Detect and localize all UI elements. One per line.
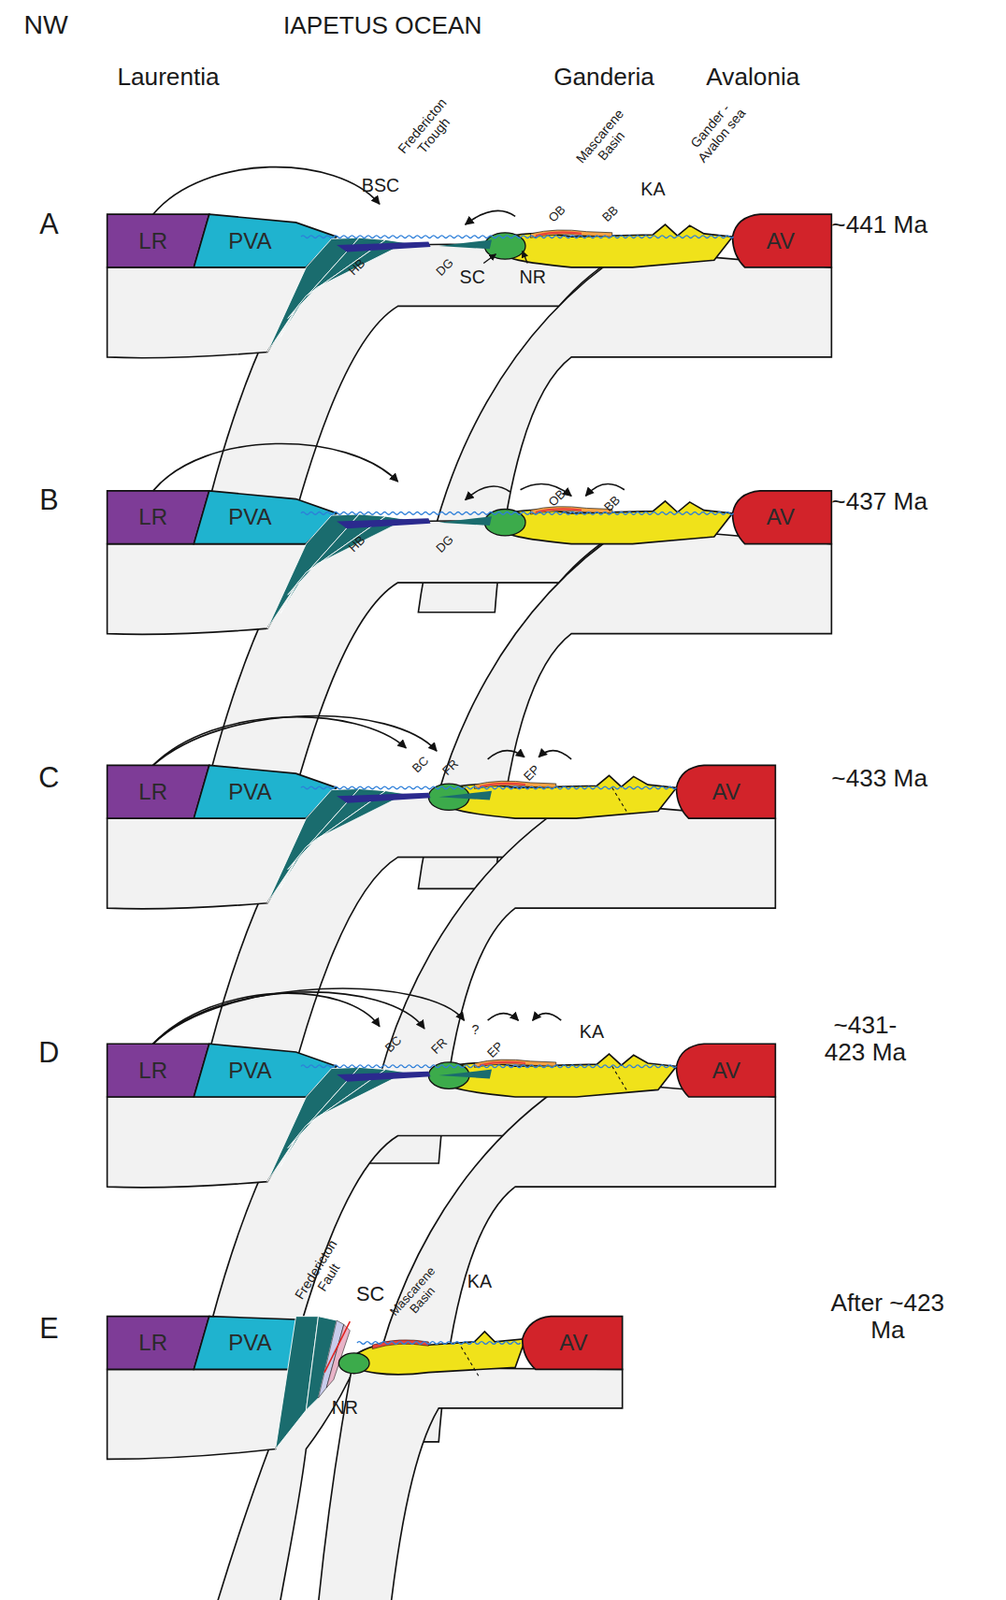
diagram-label: ~441 Ma (831, 211, 928, 239)
terrane-block: PVA (225, 1327, 274, 1358)
terrane-label: AV (712, 778, 741, 805)
laurentia-block (107, 1316, 210, 1370)
sediment-arrow (465, 486, 511, 501)
sediment-arrow (532, 1013, 562, 1021)
terrane-label: AV (559, 1329, 588, 1356)
terrane-block: LR (135, 502, 171, 532)
diagram-label: Avalonia (705, 62, 800, 90)
terrane-block: AV (763, 502, 798, 532)
sea-surface (301, 786, 677, 790)
diagram-label: D (38, 1036, 59, 1069)
terrane-block: PVA (225, 502, 274, 532)
sediment-arrow (465, 210, 516, 225)
terrane-label: PVA (228, 1329, 272, 1356)
sediment-arrow (153, 167, 380, 216)
dashed-boundary (612, 1065, 627, 1090)
sediment-arrow (153, 988, 465, 1044)
sea-surface (357, 1341, 521, 1345)
sediment-arrow (585, 483, 624, 496)
st-croix-block (338, 1352, 370, 1374)
terrane-label: AV (766, 503, 795, 531)
diagram-label: Laurentia (116, 62, 219, 90)
diagram-label: NR (331, 1397, 359, 1419)
terrane-block: PVA (225, 226, 274, 257)
terrane-block: AV (556, 1327, 590, 1358)
terrane-label: LR (138, 1329, 168, 1356)
terrane-block: LR (135, 776, 171, 807)
diagram-label: Fredericton Trough (390, 89, 466, 172)
diagram-label: BB (599, 203, 621, 226)
terrane-block: AV (763, 226, 798, 257)
sediment-arrow (153, 991, 425, 1044)
diagram-label: B (39, 484, 58, 517)
terrane-label: LR (138, 228, 168, 255)
diagram-label: EP (520, 762, 543, 785)
terrane-block: PVA (225, 1055, 274, 1086)
diagram-label: KA (579, 1022, 604, 1044)
ganderia-block (346, 1331, 526, 1375)
terrane-block: AV (709, 776, 744, 807)
leader-arrow (483, 254, 496, 264)
terrane-block: LR (135, 226, 171, 257)
avalonian-slab (311, 1366, 623, 1600)
sea-surface (301, 1064, 677, 1068)
sea-surface (301, 235, 734, 239)
diagram-label: BC (409, 754, 432, 777)
diagram-label: KA (640, 179, 665, 201)
diagram-label: OB (546, 202, 569, 226)
terrane-label: PVA (228, 778, 272, 805)
diagram-label: E (39, 1312, 58, 1345)
sediment-arrow (153, 716, 437, 766)
sea-surface (301, 512, 734, 516)
terrane-label: LR (138, 1057, 168, 1084)
diagram-label: Ganderia (553, 62, 655, 90)
terrane-label: LR (138, 778, 168, 805)
diagram-label: Gander - Avalon sea (682, 93, 751, 168)
terrane-label: PVA (228, 228, 272, 255)
diagram-label: ? (472, 1022, 480, 1038)
diagram-label: ~437 Ma (831, 487, 928, 515)
sediment-arrow (488, 750, 525, 760)
diagram-label: NW (23, 11, 68, 41)
terrane-block: AV (709, 1055, 744, 1086)
terrane-block: PVA (225, 776, 274, 807)
diagram-label: ~433 Ma (831, 763, 928, 791)
leader-arrow (522, 250, 528, 263)
diagram-label: SC (459, 267, 486, 288)
diagram-label: OB (546, 487, 569, 510)
terrane-label: AV (712, 1057, 741, 1084)
diagram-label: Mascarene Basin (573, 105, 639, 176)
diagram-label: After ~423 Ma (830, 1289, 945, 1344)
terrane-label: LR (138, 503, 168, 531)
terrane-label: AV (766, 228, 795, 255)
diagram-label: A (39, 208, 58, 241)
sediment-arrow (153, 443, 399, 490)
fredericton-fault (324, 1321, 350, 1373)
dashed-boundary (460, 1346, 480, 1378)
diagram-label: IAPETUS OCEAN (283, 12, 482, 40)
dashed-boundary (612, 787, 627, 811)
terrane-label: PVA (228, 1057, 272, 1084)
sediment-arrow (538, 750, 572, 760)
terrane-block: LR (135, 1055, 171, 1086)
avalonia-block (522, 1316, 623, 1370)
diagram-label: BSC (361, 175, 400, 197)
diagram-label: NR (518, 267, 546, 288)
diagram-label: SC (356, 1282, 385, 1306)
terrane-label: PVA (228, 503, 272, 531)
diagram-label: KA (467, 1271, 492, 1293)
diagram-label: ~431- 423 Ma (822, 1011, 909, 1066)
sediment-arrow (488, 1013, 519, 1021)
diagram-label: C (38, 761, 59, 794)
diagram-label: EP (485, 1039, 507, 1062)
terrane-block: LR (135, 1327, 171, 1358)
